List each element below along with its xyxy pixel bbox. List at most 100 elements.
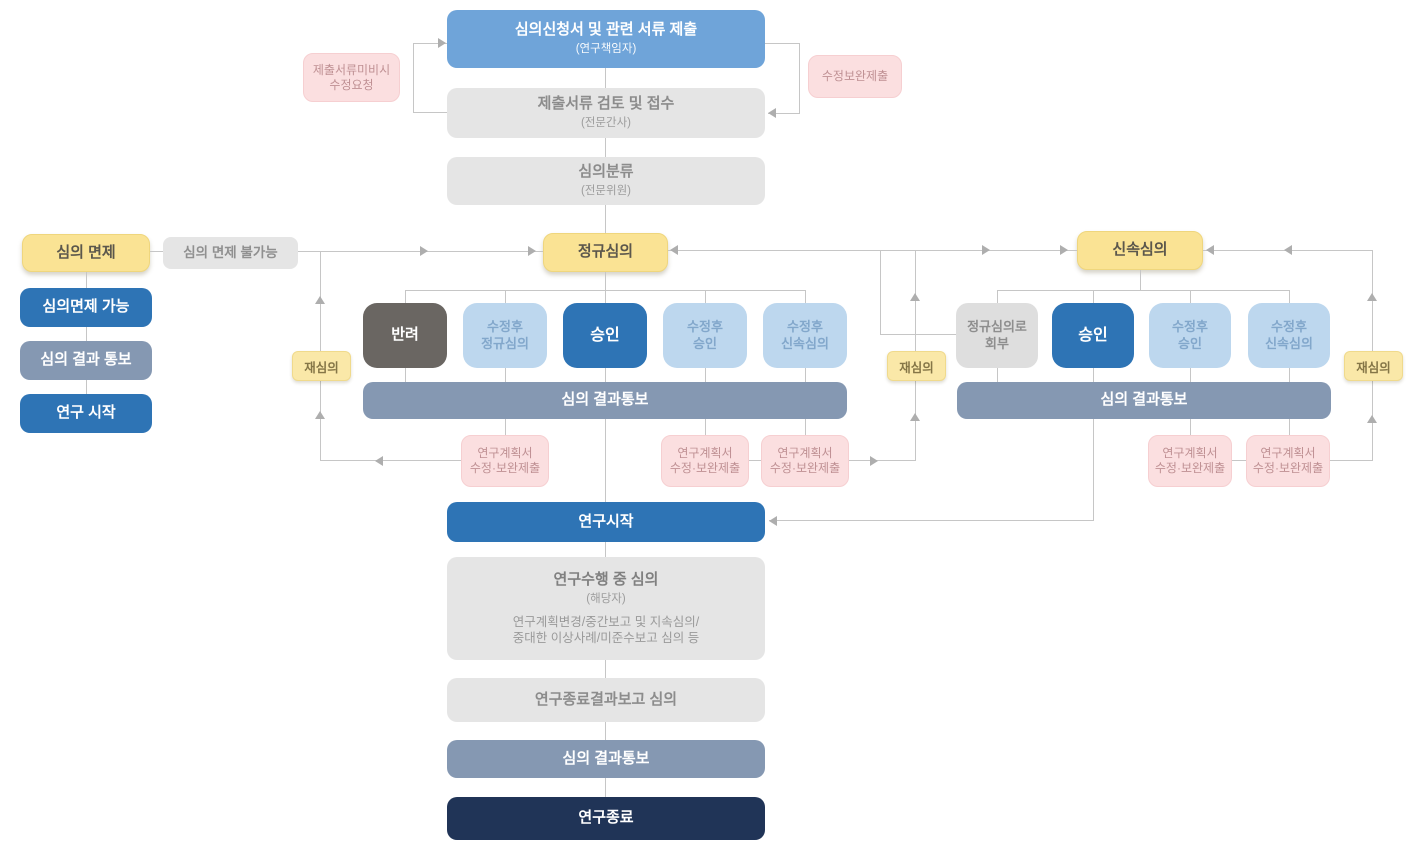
flow-line <box>749 460 761 461</box>
flow-line <box>605 722 606 740</box>
node-final-report-review: 연구종료결과보고 심의 <box>447 678 765 722</box>
node-exempt-result-notice: 심의 결과 통보 <box>20 341 152 380</box>
flow-line <box>505 368 506 382</box>
label-protocol-resubmit-4: 연구계획서 수정·보완제출 <box>1148 435 1232 487</box>
node-regular-approved: 승인 <box>563 303 647 368</box>
node-regular-approve-after-modify: 수정후 승인 <box>663 303 747 368</box>
flow-line <box>849 460 915 461</box>
flow-line <box>1289 290 1290 303</box>
node-expedited-review: 신속심의 <box>1077 231 1203 270</box>
label-protocol-resubmit-1: 연구계획서 수정·보완제출 <box>461 435 549 487</box>
flow-line <box>605 660 606 678</box>
flow-arrow-icon <box>1206 245 1214 255</box>
flow-arrow-icon <box>910 413 920 421</box>
flow-line <box>805 368 806 382</box>
flow-line <box>769 520 1093 521</box>
node-expedited-approved: 승인 <box>1052 303 1134 368</box>
flow-line <box>799 43 800 114</box>
node-expedited-approve-after-modify: 수정후 승인 <box>1149 303 1231 368</box>
node-regular-modify-regular: 수정후 정규심의 <box>463 303 547 368</box>
node-subtitle: (연구책임자) <box>575 43 637 56</box>
label-protocol-resubmit-5: 연구계획서 수정·보완제출 <box>1246 435 1330 487</box>
flow-line <box>605 68 606 88</box>
flow-line <box>605 272 606 303</box>
flow-arrow-icon <box>670 245 678 255</box>
flow-arrow-icon <box>315 296 325 304</box>
flow-line <box>705 419 706 435</box>
node-regular-review: 정규심의 <box>543 233 668 272</box>
flow-line <box>320 460 461 461</box>
node-title: 심의신청서 및 관련 서류 제출 <box>514 21 698 39</box>
flow-line <box>605 542 606 557</box>
node-exemption-possible: 심의면제 가능 <box>20 288 152 327</box>
node-research-start: 연구시작 <box>447 502 765 542</box>
flow-arrow-icon <box>982 245 990 255</box>
flow-arrow-icon <box>1060 245 1068 255</box>
flow-line <box>768 113 800 114</box>
flow-line <box>1330 460 1372 461</box>
flow-line <box>605 138 606 157</box>
node-title: 심의분류 <box>578 163 634 181</box>
flow-arrow-icon <box>768 108 776 118</box>
label-protocol-resubmit-3: 연구계획서 수정·보완제출 <box>761 435 849 487</box>
flow-line <box>880 334 956 335</box>
flow-line <box>1140 270 1141 290</box>
flow-line <box>705 290 706 303</box>
flow-arrow-icon <box>870 456 878 466</box>
label-rereview-middle: 재심의 <box>887 351 946 381</box>
flow-line <box>997 290 1289 291</box>
label-protocol-resubmit-2: 연구계획서 수정·보완제출 <box>661 435 749 487</box>
flow-line <box>413 112 447 113</box>
flow-line <box>150 251 163 252</box>
flow-line <box>605 419 606 502</box>
flow-line <box>765 43 800 44</box>
flow-line <box>405 290 406 303</box>
flow-line <box>605 368 606 382</box>
label-rereview-left: 재심의 <box>292 351 351 381</box>
flow-line <box>1289 419 1290 435</box>
node-review-classification: 심의분류 (전문위원) <box>447 157 765 205</box>
flow-line <box>505 290 506 303</box>
flow-arrow-icon <box>769 516 777 526</box>
flow-arrow-icon <box>1367 293 1377 301</box>
flow-line <box>705 368 706 382</box>
flow-line <box>1190 368 1191 382</box>
flow-line <box>805 419 806 435</box>
flow-line <box>1093 419 1094 521</box>
flow-arrow-icon <box>375 456 383 466</box>
flow-line <box>668 250 1077 251</box>
node-title: 제출서류 검토 및 접수 <box>537 95 675 113</box>
label-rereview-right: 재심의 <box>1344 351 1403 381</box>
node-final-result-notice: 심의 결과통보 <box>447 740 765 778</box>
node-expedited-result-notice: 심의 결과통보 <box>957 382 1331 419</box>
flow-line <box>997 290 998 303</box>
flow-arrow-icon <box>1284 245 1292 255</box>
flow-arrow-icon <box>315 411 325 419</box>
flow-line <box>805 290 806 303</box>
flow-line <box>413 43 447 44</box>
flow-line <box>413 43 414 113</box>
flow-line <box>1289 368 1290 382</box>
label-resubmit: 수정보완제출 <box>808 55 902 98</box>
flow-arrow-icon <box>438 38 446 48</box>
node-research-end: 연구종료 <box>447 797 765 840</box>
flow-line <box>1190 290 1191 303</box>
flow-line <box>1190 419 1191 435</box>
flow-line <box>86 380 87 394</box>
label-missing-docs-fix-request: 제출서류미비시 수정요청 <box>303 53 400 102</box>
flow-line <box>405 290 805 291</box>
flow-line <box>1232 460 1246 461</box>
node-exemption: 심의 면제 <box>22 234 150 272</box>
flow-line <box>405 368 406 382</box>
flow-arrow-icon <box>420 246 428 256</box>
flow-line <box>880 250 881 335</box>
node-regular-expedited-after-modify: 수정후 신속심의 <box>763 303 847 368</box>
node-exempt-research-start: 연구 시작 <box>20 394 152 433</box>
node-review-during-research: 연구수행 중 심의 (해당자) 연구계획변경/중간보고 및 지속심의/ 중대한 … <box>447 557 765 660</box>
flow-line <box>1093 368 1094 382</box>
node-regular-rejected: 반려 <box>363 303 447 368</box>
flow-line <box>1093 290 1094 303</box>
flow-line <box>505 419 506 435</box>
node-refer-to-regular: 정규심의로 회부 <box>956 303 1038 368</box>
